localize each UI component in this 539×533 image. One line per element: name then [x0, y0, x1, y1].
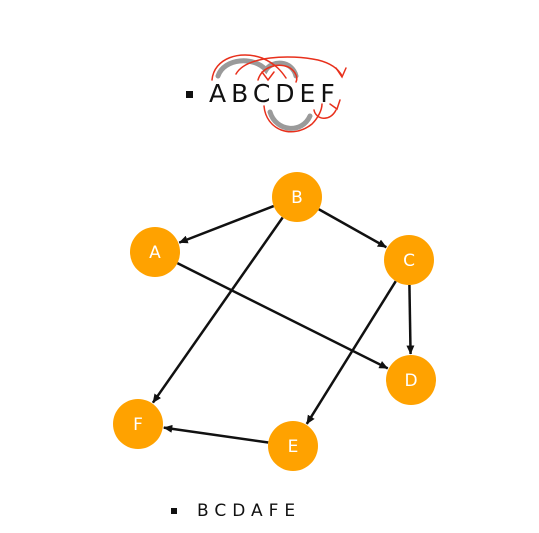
- node-label: A: [149, 243, 161, 263]
- annotation-gray-lower-arc: [267, 109, 313, 131]
- annotation-red-arrowhead-1: [335, 67, 347, 79]
- edge-b-a: [178, 204, 275, 244]
- node-label: F: [133, 415, 143, 435]
- node-d: D: [386, 355, 436, 405]
- edge-e-f: [163, 424, 269, 444]
- annotation-red-arc-3: [257, 64, 298, 83]
- annotation-red-lower-arc-2: [313, 109, 337, 119]
- node-b: B: [272, 172, 322, 222]
- bottom-sequence: BCDAFE: [171, 501, 301, 521]
- node-e: E: [268, 421, 318, 471]
- edge-b-c: [318, 208, 387, 249]
- node-f: F: [113, 399, 163, 449]
- node-label: D: [404, 371, 417, 391]
- node-label: C: [403, 251, 415, 271]
- node-circle: [268, 421, 318, 471]
- node-circle: [386, 355, 436, 405]
- node-label: B: [291, 188, 303, 208]
- node-c: C: [384, 235, 434, 285]
- top-sequence-text: ABCDEF: [209, 79, 340, 108]
- node-label: E: [288, 437, 299, 457]
- annotation-red-arrowhead-2: [261, 71, 275, 82]
- edge-a-d: [176, 262, 389, 370]
- node-circle: [130, 227, 180, 277]
- annotation-red-lower-arrowhead: [329, 99, 341, 111]
- bullet-icon: [171, 508, 177, 514]
- bottom-sequence-text: BCDAFE: [197, 501, 302, 521]
- annotation-red-arc-1: [211, 54, 287, 81]
- edge-b-f: [151, 216, 284, 404]
- node-a: A: [130, 227, 180, 277]
- top-sequence: ABCDEF: [186, 80, 340, 108]
- bullet-icon: [186, 90, 193, 98]
- annotation-gray-arc: [215, 58, 299, 79]
- handwritten-annotations: [211, 54, 347, 133]
- node-circle: [384, 235, 434, 285]
- edge-c-e: [305, 280, 397, 425]
- graph-nodes: A B C D E F: [113, 172, 436, 471]
- edge-c-d: [406, 284, 415, 355]
- graph-edges: [151, 204, 415, 444]
- annotation-red-lower-arc-1: [263, 103, 323, 133]
- node-circle: [113, 399, 163, 449]
- node-circle: [272, 172, 322, 222]
